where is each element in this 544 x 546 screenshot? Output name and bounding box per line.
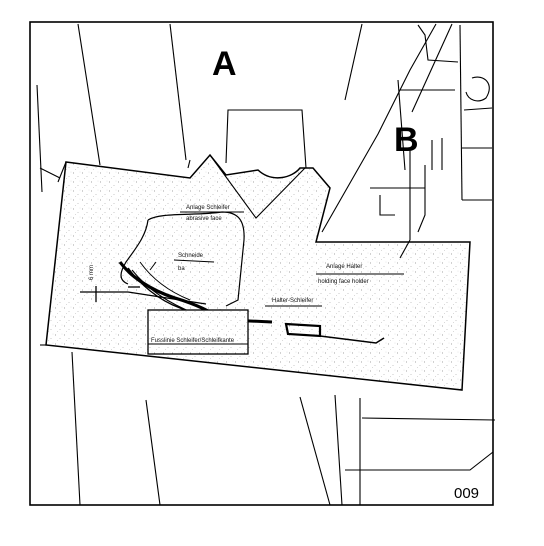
base-label-box — [147, 309, 249, 355]
figure-number: 009 — [454, 485, 479, 502]
dimension-marker — [80, 286, 140, 302]
label-dimension: 6 mm — [89, 265, 95, 280]
label-guide-en: holding face holder — [318, 279, 369, 285]
label-grinding-en: ba — [178, 266, 185, 272]
label-leader-grinding — [173, 259, 215, 263]
label-guide-de: Anlage Halter — [326, 264, 362, 270]
callout-a: A — [212, 45, 237, 83]
label-abrasive-face-de: Anlage Schleifer — [186, 205, 230, 211]
callout-b: B — [394, 121, 419, 159]
label-base-de: Fusslinie Schleifer/Schleifkante — [151, 338, 235, 344]
notch-lines — [209, 109, 411, 259]
label-holder-de: Halter-Schleifer — [272, 298, 313, 304]
label-grinding-de: Schneide — [178, 253, 204, 259]
machine-body-lines — [36, 23, 496, 506]
label-abrasive-face-en: abrasive face — [186, 216, 222, 222]
